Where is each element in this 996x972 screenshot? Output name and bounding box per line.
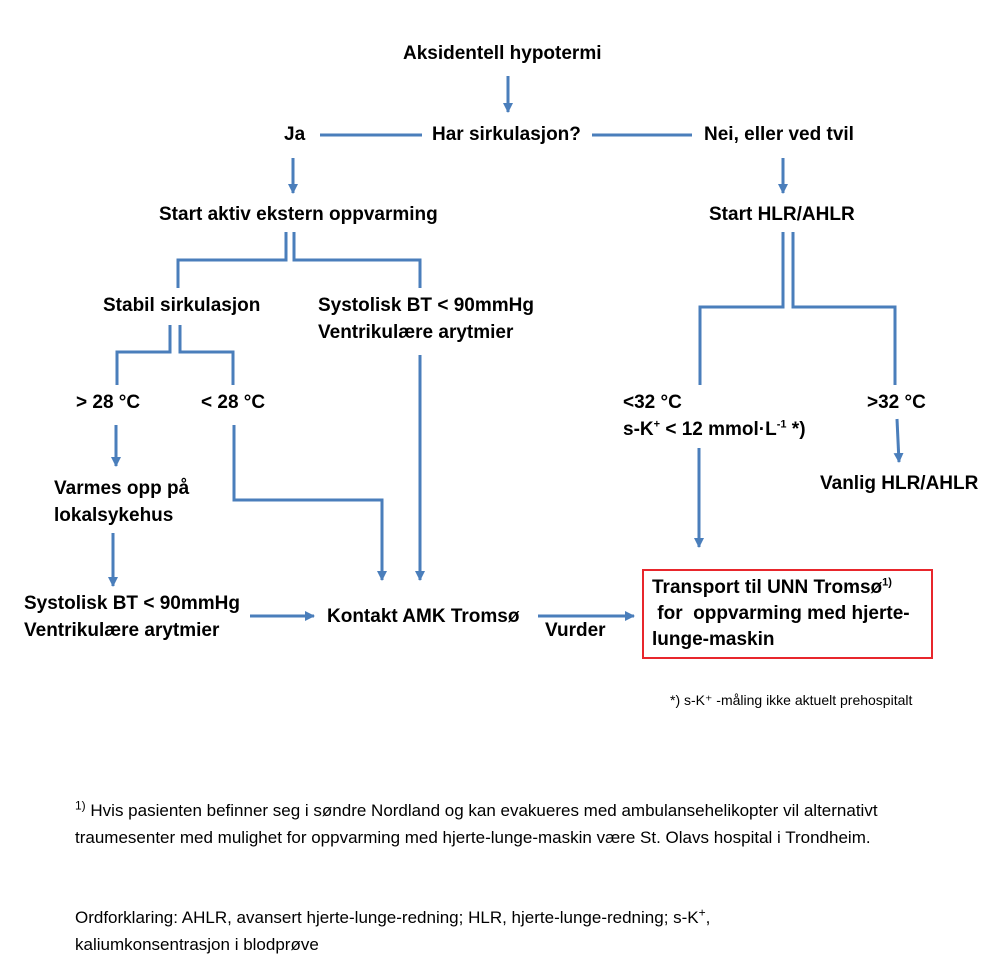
arrow-below28-to-contact <box>232 425 387 581</box>
node-transport: Transport til UNN Tromsø1) for oppvarmin… <box>652 575 910 653</box>
line-active-to-stable <box>176 232 288 288</box>
node-active-external: Start aktiv ekstern oppvarming <box>159 204 438 225</box>
label-consider: Vurder <box>545 620 606 641</box>
node-above32: >32 °C <box>867 392 926 413</box>
node-question: Har sirkulasjon? <box>432 124 581 145</box>
node-below28: < 28 °C <box>201 392 266 413</box>
below32-line2: s-K+ < 12 mmol·L-1 *) <box>623 418 806 440</box>
line-cpr-to-below32 <box>698 232 785 385</box>
arrow-above32-to-usual <box>893 418 904 463</box>
node-usual-cpr: Vanlig HLR/AHLR <box>820 473 979 494</box>
transport-line1: Transport til UNN Tromsø1) <box>652 576 892 598</box>
node-systolic-1: Systolisk BT < 90mmHg Ventrikulære arytm… <box>318 292 534 346</box>
warm-local-line1: Varmes opp på <box>54 478 190 499</box>
transport-line3: lunge-maskin <box>652 629 775 650</box>
node-stable: Stabil sirkulasjon <box>103 295 261 316</box>
line-stable-to-above28 <box>115 325 172 385</box>
node-warm-local: Varmes opp på lokalsykehus <box>54 475 189 529</box>
line-stable-to-below28 <box>178 325 235 385</box>
below32-line1: <32 °C <box>623 392 682 413</box>
glossary: Ordforklaring: AHLR, avansert hjerte-lun… <box>75 904 915 958</box>
systolic-1-line2: Ventrikulære arytmier <box>318 322 514 343</box>
node-contact: Kontakt AMK Tromsø <box>327 606 520 627</box>
systolic-2-line2: Ventrikulære arytmier <box>24 620 220 641</box>
systolic-2-line1: Systolisk BT < 90mmHg <box>24 593 240 614</box>
systolic-1-line1: Systolisk BT < 90mmHg <box>318 295 534 316</box>
footnote-1: 1) Hvis pasienten befinner seg i søndre … <box>75 797 915 851</box>
node-no: Nei, eller ved tvil <box>704 124 854 145</box>
footnote-1-marker: 1) <box>75 798 86 813</box>
line-cpr-to-above32 <box>791 232 897 385</box>
glossary-line2: kaliumkonsentrasjon i blodprøve <box>75 935 319 954</box>
line-active-to-systolic <box>292 232 422 288</box>
node-cpr: Start HLR/AHLR <box>709 204 855 225</box>
transport-box <box>642 569 933 659</box>
node-start: Aksidentell hypotermi <box>403 43 602 64</box>
node-below32: <32 °C s-K+ < 12 mmol·L-1 *) <box>623 389 806 443</box>
warm-local-line2: lokalsykehus <box>54 505 174 526</box>
node-systolic-2: Systolisk BT < 90mmHg Ventrikulære arytm… <box>24 590 240 644</box>
glossary-line1: Ordforklaring: AHLR, avansert hjerte-lun… <box>75 905 711 927</box>
transport-line2: for oppvarming med hjerte- <box>652 603 910 624</box>
node-above28: > 28 °C <box>76 392 141 413</box>
footnote-1-text: Hvis pasienten befinner seg i søndre Nor… <box>75 801 878 847</box>
footnote-star: *) s-K⁺ -måling ikke aktuelt prehospital… <box>670 692 913 708</box>
node-yes: Ja <box>284 124 306 145</box>
